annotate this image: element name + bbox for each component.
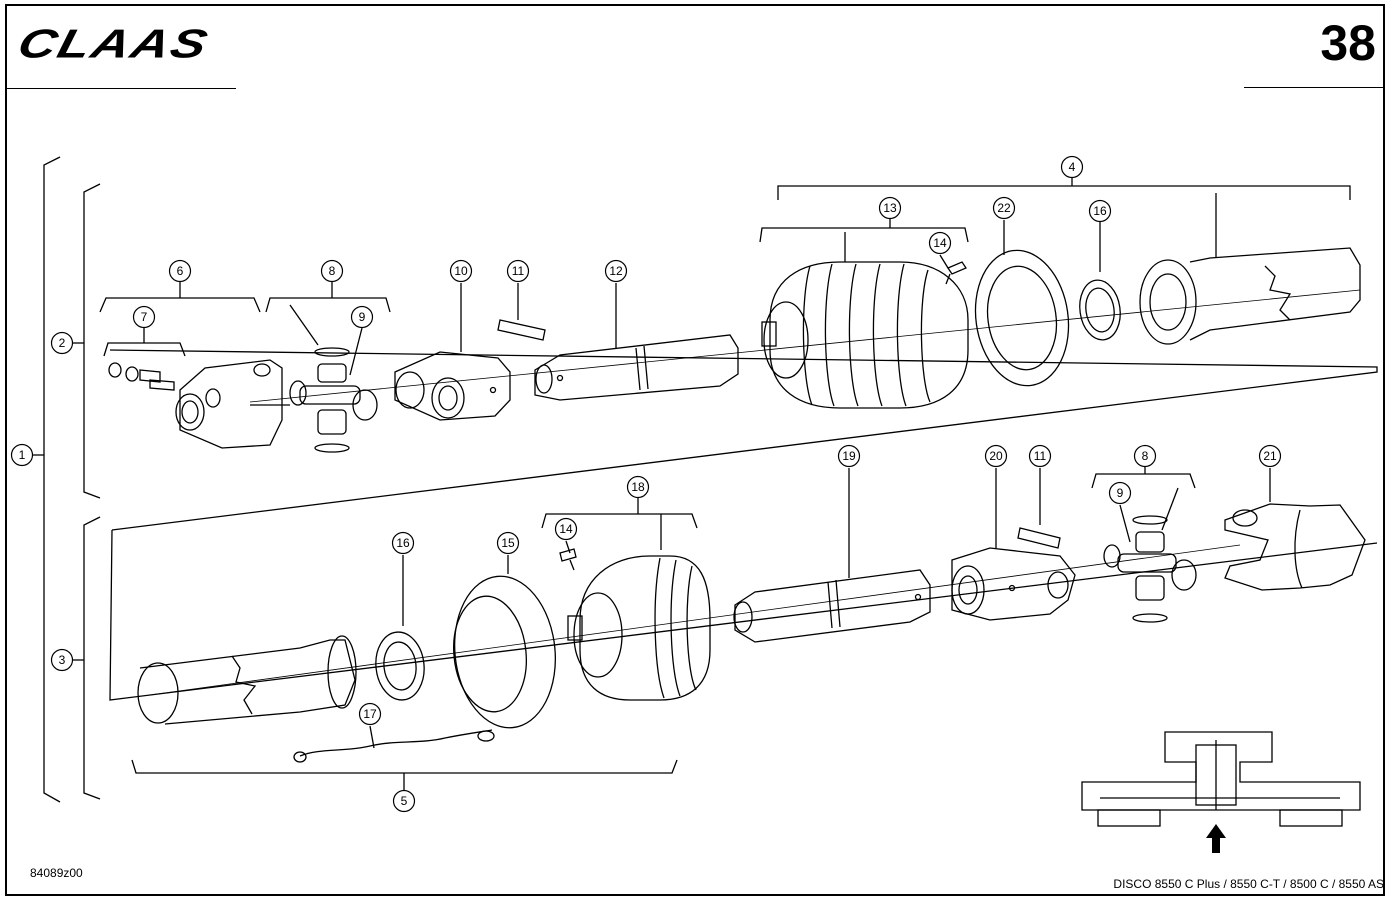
bracket-4 <box>777 185 1351 200</box>
callout-label-1: 1 <box>19 448 26 462</box>
callout-label-11: 11 <box>1034 449 1047 463</box>
callout-circle-14 <box>554 517 578 541</box>
callout-circle-4 <box>1060 155 1084 179</box>
callout-label-21: 21 <box>1263 449 1277 463</box>
bracket-8-lower <box>1091 473 1196 489</box>
callout-label-10: 10 <box>454 264 468 278</box>
callout-label-13: 13 <box>883 201 897 215</box>
callout-label-8: 8 <box>1142 449 1149 463</box>
page-frame <box>5 4 1385 896</box>
bracket-8-upper <box>265 297 391 313</box>
lower-assembly-frame <box>109 529 1378 701</box>
callout-label-11: 11 <box>512 264 525 278</box>
bracket-1 <box>43 156 61 803</box>
part-19-inner-tube-lower <box>733 569 931 643</box>
callout-circle-21 <box>1258 444 1282 468</box>
callout-label-5: 5 <box>401 794 408 808</box>
callout-label-7: 7 <box>141 310 148 324</box>
callout-circle-1 <box>10 443 34 467</box>
part-21-guard-yoke <box>1224 503 1366 591</box>
up-arrow-icon <box>1206 824 1226 853</box>
callout-label-3: 3 <box>59 653 66 667</box>
part-8-universal-joint <box>289 347 378 453</box>
part-11-pin-lower <box>1017 527 1061 549</box>
callout-label-17: 17 <box>363 707 377 721</box>
callout-label-9: 9 <box>359 310 366 324</box>
part-7-bolt-set <box>108 362 175 391</box>
header-rule-left <box>6 88 236 89</box>
header-rule-right <box>1244 87 1384 88</box>
bracket-2 <box>83 183 101 499</box>
part-18-bellows-guard-lower <box>567 555 711 701</box>
bracket-5 <box>131 759 678 774</box>
callout-label-20: 20 <box>989 449 1003 463</box>
callout-label-14: 14 <box>559 522 573 536</box>
part-12-inner-tube <box>534 334 739 401</box>
bracket-13 <box>759 227 969 243</box>
page-number: 38 <box>1320 15 1376 71</box>
upper-assembly-frame <box>109 349 1378 531</box>
part-17-chain <box>293 729 495 763</box>
callout-circle-6 <box>168 259 192 283</box>
callout-label-2: 2 <box>59 336 66 350</box>
callout-label-12: 12 <box>609 264 623 278</box>
callout-circle-22 <box>992 196 1016 220</box>
callout-circle-3 <box>50 648 74 672</box>
callout-circle-2 <box>50 331 74 355</box>
callout-circle-8 <box>320 259 344 283</box>
callout-circle-12 <box>604 259 628 283</box>
callout-circle-9 <box>1108 481 1132 505</box>
drawing-code: 84089z00 <box>30 866 83 880</box>
callout-label-14: 14 <box>933 236 947 250</box>
callout-circle-16 <box>391 531 415 555</box>
callout-circle-7 <box>132 305 156 329</box>
callout-circle-18 <box>626 475 650 499</box>
part-22-bearing-ring <box>974 249 1070 387</box>
callout-label-9: 9 <box>1117 486 1124 500</box>
bracket-6 <box>99 297 261 313</box>
callout-label-16: 16 <box>396 536 410 550</box>
callout-circle-15 <box>496 531 520 555</box>
callout-circle-16 <box>1088 199 1112 223</box>
part-15-bearing-ring-lower <box>453 575 557 729</box>
bracket-18 <box>541 513 698 529</box>
callout-label-22: 22 <box>997 201 1011 215</box>
bracket-3 <box>83 516 101 800</box>
part-14-screw-upper <box>945 261 967 285</box>
callout-label-15: 15 <box>501 536 515 550</box>
part-9-cross-lower <box>1103 515 1197 623</box>
callout-label-19: 19 <box>842 449 856 463</box>
callout-circle-10 <box>449 259 473 283</box>
callout-circle-14 <box>928 231 952 255</box>
callout-label-4: 4 <box>1069 160 1076 174</box>
model-list: DISCO 8550 C Plus / 8550 C-T / 8500 C / … <box>1113 877 1384 891</box>
part-20-yoke-tube-lower <box>951 547 1076 621</box>
callout-circle-17 <box>358 702 382 726</box>
part-6-yoke <box>175 359 290 449</box>
part-13-bellows-guard-upper <box>761 261 969 409</box>
callout-label-8: 8 <box>329 264 336 278</box>
callout-label-6: 6 <box>177 264 184 278</box>
locator-inset <box>1081 731 1361 827</box>
callout-circle-8 <box>1133 444 1157 468</box>
callout-circle-11 <box>506 259 530 283</box>
part-16-snap-ring-upper <box>1079 279 1121 341</box>
part-11-pin-upper <box>497 319 546 341</box>
callout-label-16: 16 <box>1093 204 1107 218</box>
part-10-yoke-tube <box>394 351 511 421</box>
callout-circle-9 <box>350 305 374 329</box>
callout-circle-11 <box>1028 444 1052 468</box>
part-4-outer-tube <box>1139 247 1361 345</box>
part-5-outer-tube-lower <box>137 635 357 725</box>
callout-label-18: 18 <box>631 480 645 494</box>
callout-circle-5 <box>392 789 416 813</box>
callout-circle-20 <box>984 444 1008 468</box>
part-16-snap-ring-lower <box>375 631 425 701</box>
callout-circle-19 <box>837 444 861 468</box>
callout-circle-13 <box>878 196 902 220</box>
part-14-screw-lower <box>559 548 577 571</box>
